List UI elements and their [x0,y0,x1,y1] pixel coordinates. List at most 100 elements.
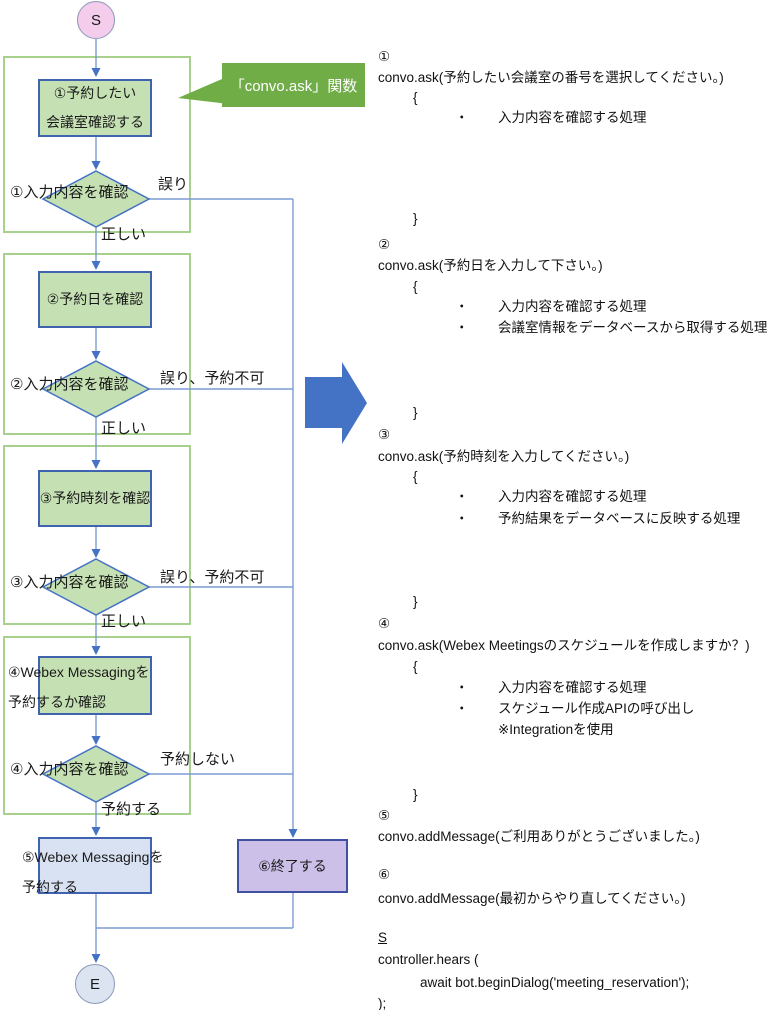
code-line-text: 入力内容を確認する処理 [498,489,647,504]
code-line: ・ スケジュール作成APIの呼び出し [455,700,694,717]
branch-label-error-2: 誤り、予約不可 [160,370,265,387]
code-line-start-marker: S [378,930,388,945]
decision-diamond-3 [41,558,151,616]
arrowhead [91,460,101,469]
bullet-icon: ・ [455,489,469,504]
code-line: ③ [378,427,391,442]
decision-diamond-2 [41,360,151,418]
process-box-2-line1: ②予約日を確認 [46,291,144,307]
arrowhead [91,351,101,360]
process-box-4 [38,656,152,715]
code-line: ⑥ [378,867,391,882]
code-line-text: 予約結果をデータベースに反映する処理 [498,511,741,526]
code-line: ⑤ [378,808,391,823]
code-line: await bot.beginDialog('meeting_reservati… [420,975,690,990]
code-line: ・ 入力内容を確認する処理 [455,679,647,696]
code-line-text: スケジュール作成APIの呼び出し [498,701,695,716]
branch-label-ok-4: 予約する [101,801,162,818]
end-node: E [75,964,115,1004]
transform-arrow-icon [305,362,367,444]
callout-label: 「convo.ask」関数 [229,77,358,95]
code-line: ① [378,49,391,64]
process-box-1: ①予約したい 会議室確認する [38,79,152,137]
end-box: ⑥終了する [237,839,348,893]
process-box-1-line2: 会議室確認する [46,114,144,130]
bullet-icon: ・ [455,320,469,335]
group-box-2 [3,253,191,435]
reserve-box-line2: 予約する [22,879,78,895]
branch-label-ok-3: 正しい [101,613,147,630]
process-box-2: ②予約日を確認 [38,271,152,328]
branch-label-ok-1: 正しい [101,226,147,243]
process-box-3-line1: ③予約時刻を確認 [39,490,151,506]
bullet-icon: ・ [455,299,469,314]
code-line-text: 会議室情報をデータベースから取得する処理 [498,320,768,335]
callout: 「convo.ask」関数 [222,63,365,107]
arrowhead [91,161,101,170]
process-box-4-line1: ④Webex Messagingを [8,664,150,680]
process-box-4-text: ④Webex Messagingを 予約するか確認 [8,657,149,717]
code-line: ・ 予約結果をデータベースに反映する処理 [455,510,740,527]
start-node: S [77,1,115,39]
code-line: convo.addMessage(最初からやり直してください。) [378,891,686,906]
decision-diamond-1 [41,170,151,228]
arrowhead [91,68,101,77]
bullet-icon: ・ [455,511,469,526]
group-box-4 [3,636,191,815]
code-line: controller.hears ( [378,952,479,967]
arrowhead [91,827,101,836]
code-line: { [413,90,418,105]
branch-label-error-4: 予約しない [160,751,236,768]
process-box-4-line2: 予約するか確認 [8,694,106,710]
process-box-3: ③予約時刻を確認 [38,470,152,527]
code-line: convo.ask(予約時刻を入力してください。) [378,449,630,464]
decision-diamond-4 [41,745,151,803]
code-line: ④ [378,616,391,631]
decision-label-2: ②入力内容を確認 [10,376,129,393]
code-line: convo.ask(Webex Meetingsのスケジュールを作成しますか？) [378,638,750,653]
bullet-icon: ・ [455,680,469,695]
code-line: } [413,594,418,609]
code-line: convo.ask(予約日を入力して下さい。) [378,258,603,273]
code-line-text: 入力内容を確認する処理 [498,680,647,695]
branch-label-error-1: 誤り [158,176,189,193]
start-node-label: S [90,11,101,29]
code-line: { [413,279,418,294]
code-line: { [413,659,418,674]
arrowhead [91,549,101,558]
code-line: { [413,469,418,484]
group-box-3 [3,445,191,625]
arrowhead [91,954,101,963]
code-line: convo.ask(予約したい会議室の番号を選択してください。) [378,70,724,85]
process-box-1-line1: ①予約したい [53,85,137,101]
reserve-box [38,837,152,894]
end-box-label: ⑥終了する [258,858,327,874]
arrowhead [91,261,101,270]
arrowhead [91,646,101,655]
branch-label-ok-2: 正しい [101,420,147,437]
bullet-icon: ・ [455,110,469,125]
arrowhead [288,829,298,838]
decision-label-4: ④入力内容を確認 [10,761,129,778]
code-line-text: 入力内容を確認する処理 [498,110,647,125]
code-line: ② [378,237,391,252]
code-line: } [413,211,418,226]
code-line: ・ 入力内容を確認する処理 [455,298,647,315]
reserve-box-text: ⑤Webex Messagingを 予約する [22,842,163,902]
code-line: ); [378,996,387,1010]
reserve-box-line1: ⑤Webex Messagingを [22,849,164,865]
code-line: ・ 入力内容を確認する処理 [455,488,647,505]
bullet-icon: ・ [455,701,469,716]
end-node-label: E [89,975,100,993]
code-line: convo.addMessage(ご利用ありがとうございました。) [378,829,700,844]
branch-label-error-3: 誤り、予約不可 [160,569,265,586]
code-line-text: 入力内容を確認する処理 [498,299,647,314]
arrowhead [91,736,101,745]
code-line: } [413,405,418,420]
decision-label-1: ①入力内容を確認 [10,184,129,201]
group-box-1 [3,56,191,233]
decision-label-3: ③入力内容を確認 [10,574,129,591]
code-line: ・ 入力内容を確認する処理 [455,109,647,126]
